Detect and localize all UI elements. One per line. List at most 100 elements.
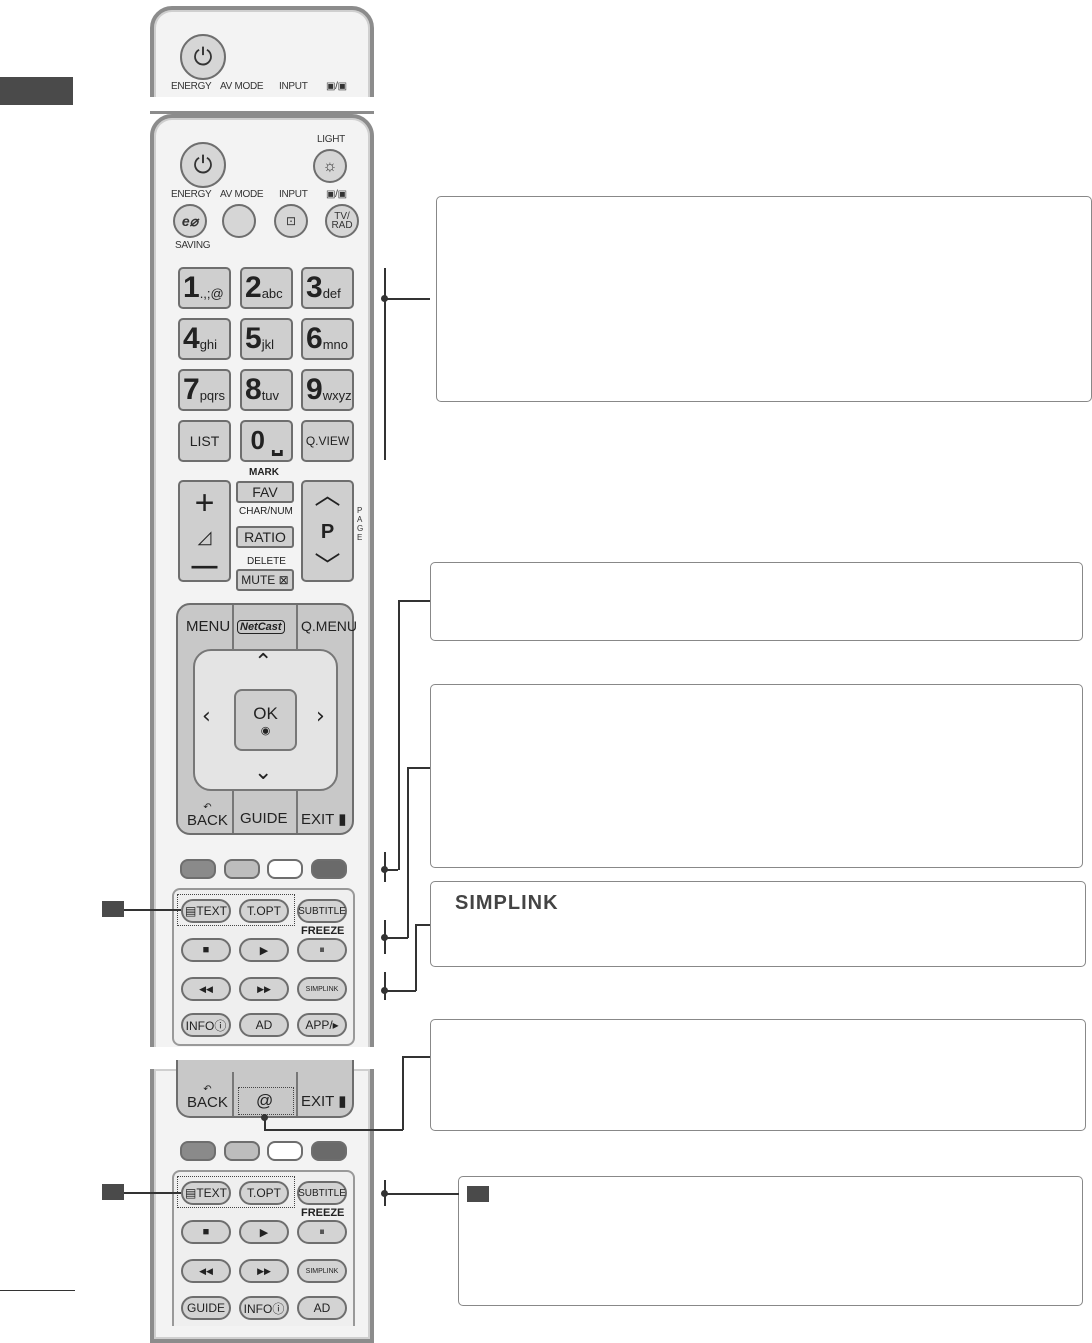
quick-view-button[interactable]: Q.VIEW: [301, 420, 354, 462]
light-button[interactable]: ☼: [313, 149, 347, 183]
page-footer-rule: [0, 1290, 75, 1291]
stop-button[interactable]: ■: [181, 1220, 231, 1244]
saving-label: SAVING: [175, 240, 211, 251]
yellow-button[interactable]: [267, 859, 303, 879]
blue-button[interactable]: [311, 1141, 347, 1161]
exit-icon: ▮: [334, 1093, 347, 1110]
fast-forward-button[interactable]: ▶▶: [239, 977, 289, 1001]
input-label: INPUT: [279, 81, 308, 92]
yellow-button[interactable]: [267, 1141, 303, 1161]
audio-description-button[interactable]: AD: [297, 1296, 347, 1320]
power-button[interactable]: ⏻: [180, 142, 226, 188]
light-label: LIGHT: [317, 134, 345, 145]
volume-rocker[interactable]: + ◿ —: [178, 480, 231, 582]
volume-down-icon: —: [191, 550, 218, 580]
list-button[interactable]: LIST: [178, 420, 231, 462]
input-label: INPUT: [279, 189, 308, 200]
power-button[interactable]: ⏻: [180, 34, 226, 80]
volume-up-icon: +: [194, 484, 215, 522]
ok-dot-icon: ◉: [260, 724, 271, 737]
ok-button[interactable]: OK ◉: [234, 689, 297, 751]
note-marker: [467, 1186, 489, 1202]
energy-label: ENERGY: [171, 189, 212, 200]
play-button[interactable]: ▶: [239, 1220, 289, 1244]
program-rocker[interactable]: ︿ P ﹀: [301, 480, 354, 582]
av-mode-button[interactable]: [222, 204, 256, 238]
exit-button[interactable]: EXIT ▮: [301, 1093, 347, 1110]
netcast-button[interactable]: NetCast: [237, 620, 285, 634]
tvrad-label: ▣/▣: [326, 81, 347, 92]
info-button[interactable]: INFOⓘ: [181, 1013, 231, 1037]
energy-label: ENERGY: [171, 81, 212, 92]
pause-button[interactable]: ⏸: [297, 938, 347, 962]
audio-description-button[interactable]: AD: [239, 1013, 289, 1037]
number-key-0[interactable]: 0 ⎵: [240, 420, 293, 462]
arrow-left-icon[interactable]: ‹: [202, 704, 211, 729]
ratio-button[interactable]: RATIO: [236, 526, 294, 548]
red-button[interactable]: [180, 859, 216, 879]
rewind-button[interactable]: ◀◀: [181, 977, 231, 1001]
avmode-label: AV MODE: [220, 189, 264, 200]
delete-label: DELETE: [247, 556, 286, 567]
chevron-up-icon: ︿: [314, 481, 341, 511]
menu-button[interactable]: MENU: [186, 618, 231, 635]
green-button[interactable]: [224, 1141, 260, 1161]
teletext-button[interactable]: ▤TEXT: [181, 1181, 231, 1205]
callout-box-simplink: [430, 881, 1086, 967]
rewind-button[interactable]: ◀◀: [181, 1259, 231, 1283]
mute-button[interactable]: MUTE ⊠: [236, 569, 294, 591]
at-button[interactable]: @: [256, 1091, 274, 1110]
arrow-up-icon[interactable]: ⌃: [254, 650, 273, 675]
bracket-number-buttons: [384, 268, 386, 460]
freeze-label: FREEZE: [301, 1207, 345, 1219]
subtitle-button[interactable]: SUBTITLE: [297, 899, 347, 923]
subtitle-button[interactable]: SUBTITLE: [297, 1181, 347, 1205]
guide-button[interactable]: GUIDE: [181, 1296, 231, 1320]
teletext-option-button[interactable]: T.OPT: [239, 899, 289, 923]
simplink-logo: SIMPLINK: [455, 892, 559, 914]
chevron-down-icon: ﹀: [314, 552, 341, 582]
stop-button[interactable]: ■: [181, 938, 231, 962]
green-button[interactable]: [224, 859, 260, 879]
arrow-right-icon[interactable]: ›: [316, 704, 325, 729]
info-button[interactable]: INFOⓘ: [239, 1296, 289, 1320]
freeze-label: FREEZE: [301, 925, 345, 937]
number-key-1[interactable]: 1.,;@: [178, 267, 231, 309]
volume-wedge-icon: ◿: [197, 527, 212, 547]
teletext-option-button[interactable]: T.OPT: [239, 1181, 289, 1205]
teletext-marker: [102, 1184, 124, 1200]
callout-box-colour-buttons: [430, 562, 1083, 641]
play-button[interactable]: ▶: [239, 938, 289, 962]
input-button[interactable]: ⊡: [274, 204, 308, 238]
teletext-button[interactable]: ▤TEXT: [181, 899, 231, 923]
energy-saving-button[interactable]: e⌀: [173, 204, 207, 238]
red-button[interactable]: [180, 1141, 216, 1161]
avmode-label: AV MODE: [220, 81, 264, 92]
fav-button[interactable]: FAV: [236, 481, 294, 503]
guide-button[interactable]: GUIDE: [240, 810, 288, 827]
back-button[interactable]: ↶BACK: [187, 802, 228, 829]
pause-button[interactable]: ⏸: [297, 1220, 347, 1244]
quick-menu-button[interactable]: Q.MENU: [301, 618, 357, 634]
teletext-marker: [102, 901, 124, 917]
back-button[interactable]: ↶BACK: [187, 1084, 228, 1111]
exit-icon: ▮: [334, 811, 347, 828]
callout-box-teletext: [430, 684, 1083, 868]
simplink-button[interactable]: SIMPLINK: [297, 977, 347, 1001]
blue-button[interactable]: [311, 859, 347, 879]
tv-radio-button[interactable]: TV/ RAD: [325, 204, 359, 238]
arrow-down-icon[interactable]: ⌄: [254, 760, 273, 785]
simplink-button[interactable]: SIMPLINK: [297, 1259, 347, 1283]
app-button[interactable]: APP/▸: [297, 1013, 347, 1037]
exit-button[interactable]: EXIT ▮: [301, 811, 347, 828]
fast-forward-button[interactable]: ▶▶: [239, 1259, 289, 1283]
callout-box-at-button: [430, 1019, 1086, 1131]
